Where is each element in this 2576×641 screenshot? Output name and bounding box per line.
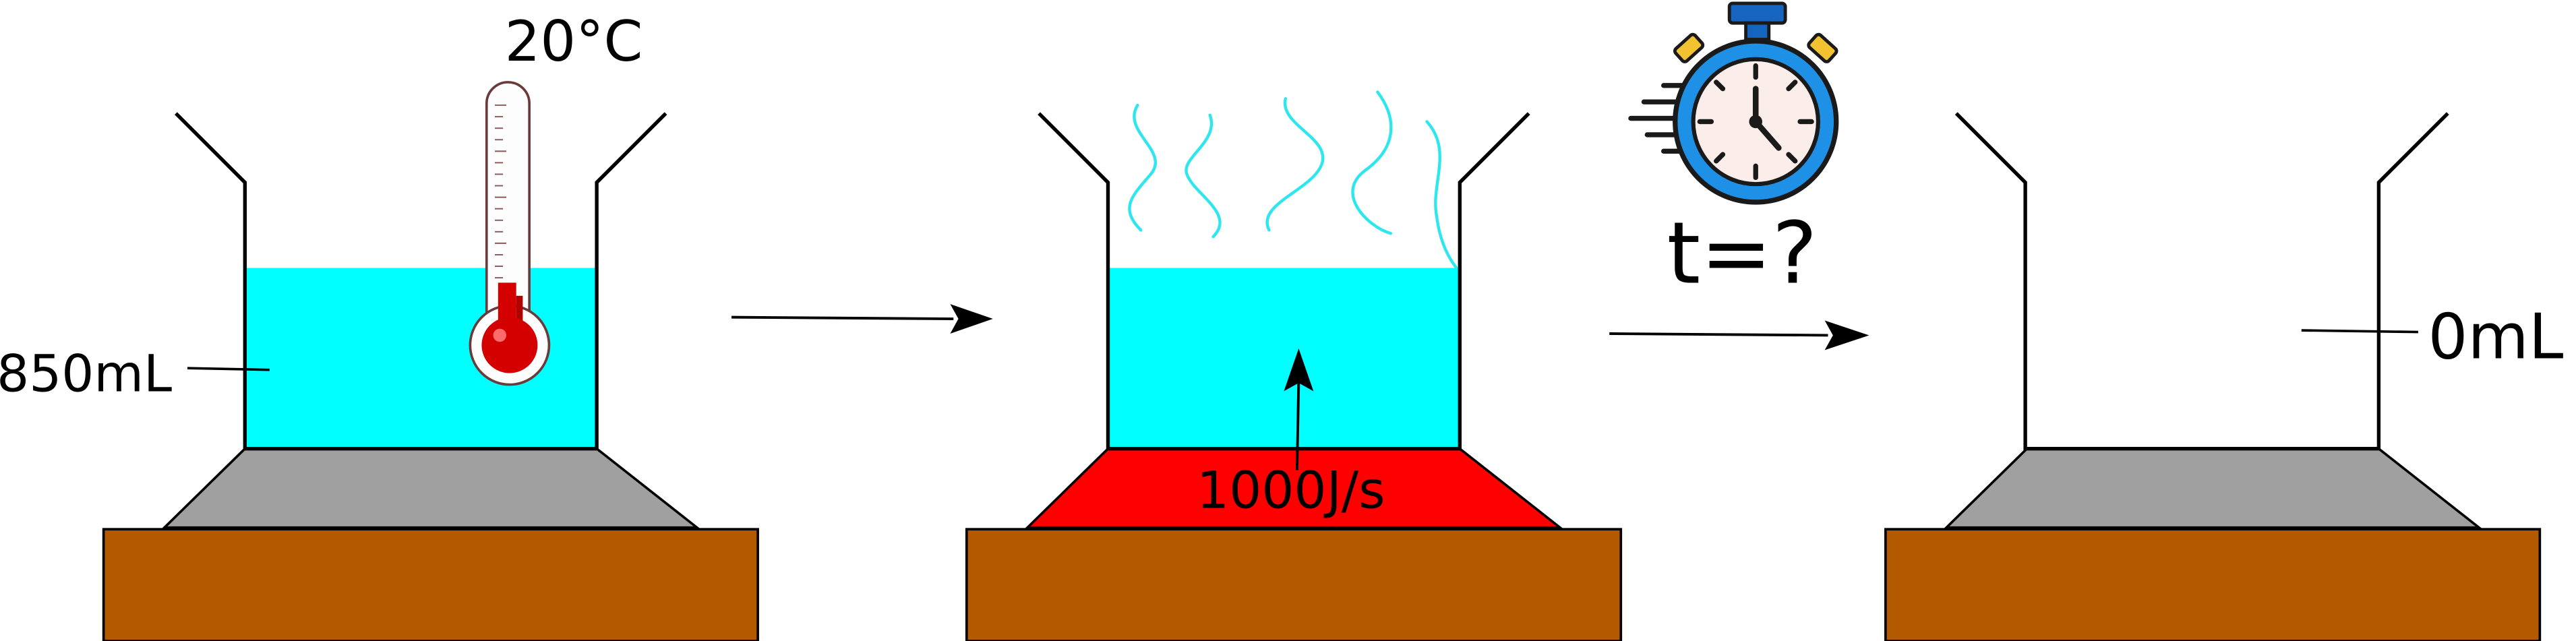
burner-1	[161, 447, 701, 529]
stand-3	[1884, 528, 2542, 641]
stage-1: 850mL	[0, 9, 759, 641]
steam	[1128, 90, 1458, 270]
volume-leader-3	[2301, 329, 2418, 334]
stage-3: 0mL	[1884, 112, 2564, 641]
burner-3	[1943, 447, 2483, 529]
stage-2: 1000J/s	[965, 90, 1623, 641]
volume-leader-1	[187, 367, 270, 371]
beaker-1	[175, 112, 667, 451]
thermometer-icon	[469, 81, 551, 386]
time-label: t=?	[1667, 203, 1818, 303]
stand-2	[965, 528, 1623, 641]
volume-label-1: 850mL	[0, 344, 172, 403]
arrow-right-icon	[1609, 320, 1869, 350]
beaker-2	[1038, 112, 1530, 451]
beaker-3	[1954, 112, 2449, 451]
stand-1	[102, 528, 759, 641]
power-label: 1000J/s	[1197, 460, 1385, 520]
water-2	[1108, 268, 1460, 449]
temperature-label: 20°C	[505, 9, 643, 74]
volume-label-3: 0mL	[2428, 301, 2564, 373]
arrow-right-icon	[731, 304, 993, 334]
stopwatch-icon	[1628, 1, 1839, 205]
